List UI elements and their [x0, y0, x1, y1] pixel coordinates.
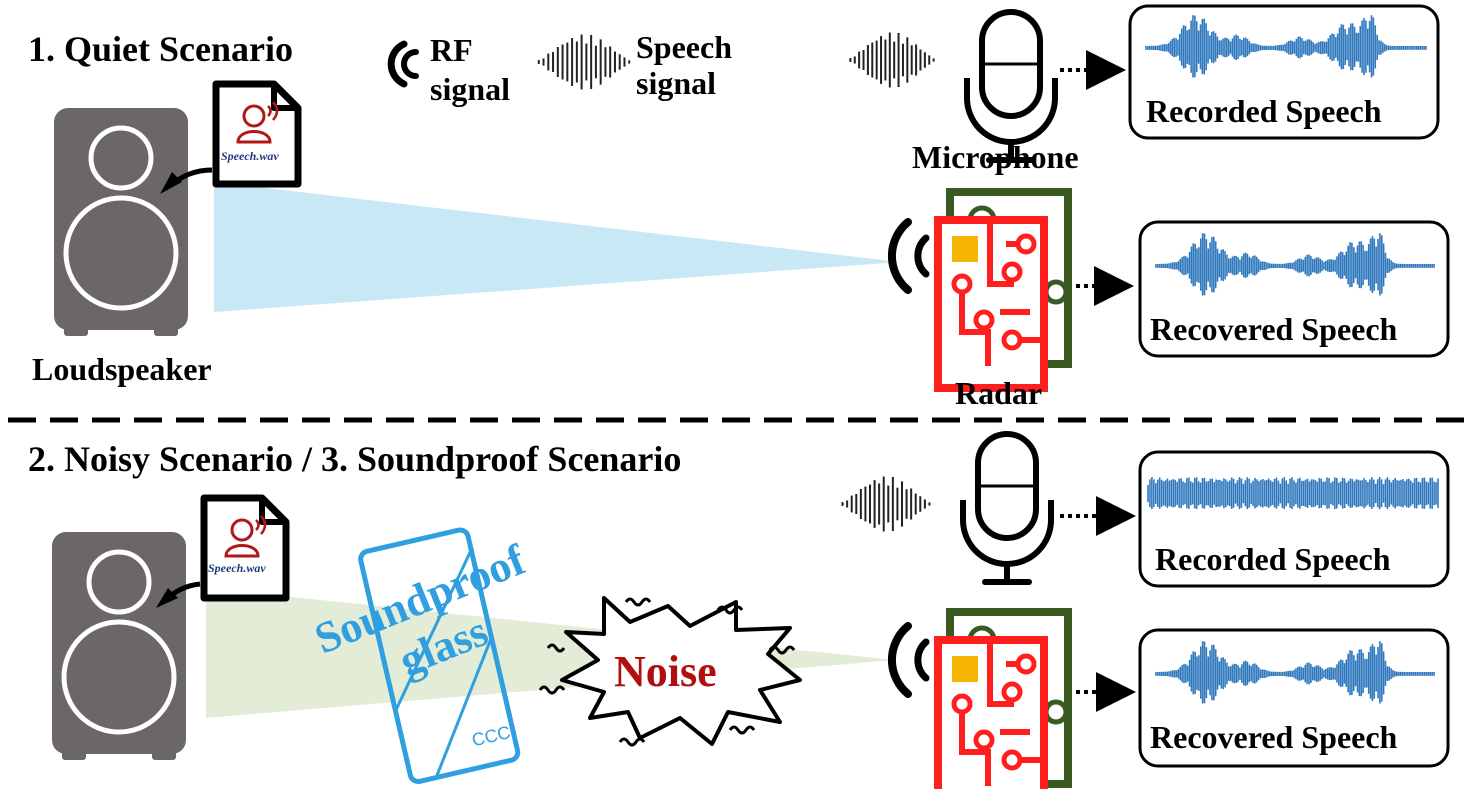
recovered-speech-label: Recovered Speech	[1150, 719, 1398, 755]
legend-speech-label-2: signal	[636, 65, 716, 101]
legend-rf-label-2: signal	[430, 71, 510, 107]
radar-icon	[938, 612, 1068, 789]
scenario1-title: 1. Quiet Scenario	[28, 29, 293, 69]
speech-wave-icon	[841, 476, 931, 532]
recovered-speech-label: Recovered Speech	[1150, 311, 1398, 347]
noise-squiggles	[538, 597, 796, 747]
file-icon	[204, 498, 286, 598]
waveform	[1155, 641, 1435, 704]
legend-speech-label-1: Speech	[636, 29, 732, 65]
microphone-icon	[963, 434, 1051, 582]
glass-mark: CCC	[470, 722, 512, 750]
speech-wave-icon	[537, 34, 631, 90]
speech-wave-icon	[849, 32, 935, 88]
file-icon	[216, 84, 298, 184]
microphone-icon	[967, 12, 1055, 160]
legend-rf-label-1: RF	[430, 32, 473, 68]
rf-wave-icon	[387, 40, 419, 88]
noisy-beam	[206, 588, 895, 718]
waveform	[1155, 233, 1435, 296]
speaker-icon	[52, 532, 186, 760]
radar-icon	[938, 192, 1068, 388]
recorded-speech-box	[1138, 450, 1450, 588]
loudspeaker-label: Loudspeaker	[32, 351, 212, 387]
radar-label: Radar	[955, 375, 1042, 411]
waveform	[1145, 15, 1427, 78]
file-label: Speech.wav	[208, 561, 266, 575]
noise-burst-icon	[560, 596, 802, 746]
recorded-speech-label: Recorded Speech	[1155, 541, 1391, 577]
rf-wave-icon	[892, 222, 926, 290]
speaker-icon	[54, 108, 188, 336]
waveform	[1147, 477, 1439, 510]
noise-label: Noise	[614, 647, 717, 696]
scenario2-title: 2. Noisy Scenario / 3. Soundproof Scenar…	[28, 439, 681, 479]
rf-beam	[214, 182, 900, 312]
microphone-label: Microphone	[912, 139, 1079, 175]
recorded-speech-label: Recorded Speech	[1146, 93, 1382, 129]
rf-wave-icon	[892, 626, 926, 694]
file-label: Speech.wav	[221, 149, 279, 163]
